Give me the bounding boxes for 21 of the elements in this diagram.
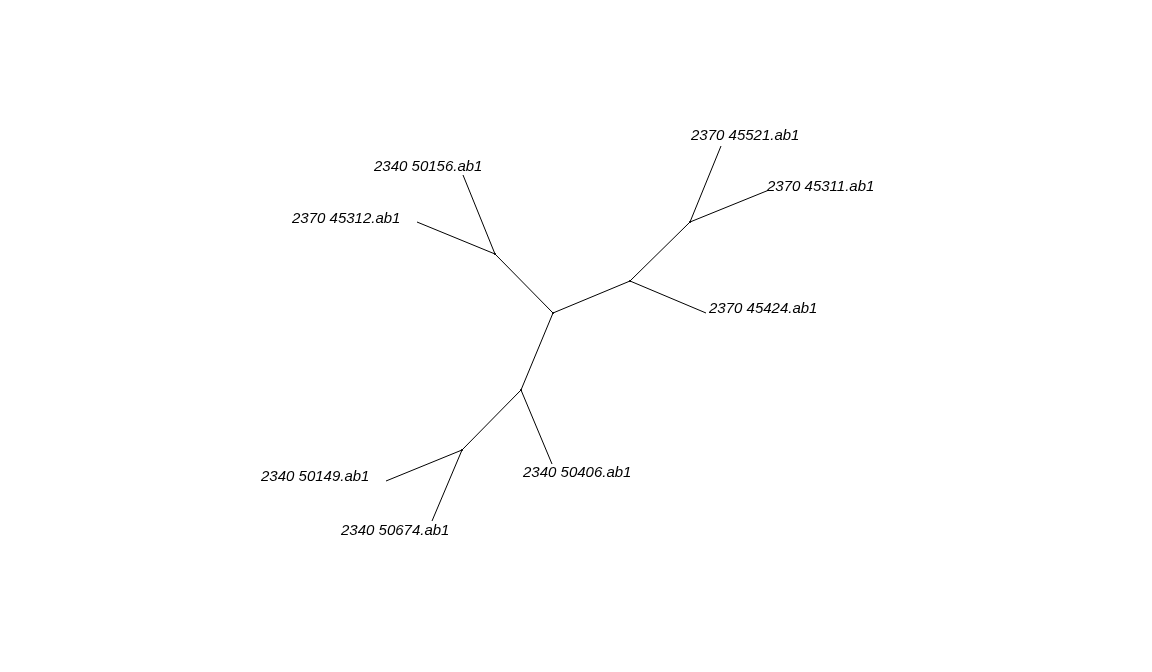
tree-branch bbox=[431, 449, 463, 522]
leaf-label: 2340 50156.ab1 bbox=[374, 157, 483, 174]
leaf-label: 2340 50406.ab1 bbox=[523, 463, 632, 480]
tree-branch bbox=[494, 253, 554, 314]
tree-branch bbox=[629, 280, 707, 314]
tree-branch bbox=[689, 145, 722, 223]
tree-branch bbox=[520, 389, 553, 465]
leaf-label: 2340 50149.ab1 bbox=[261, 467, 370, 484]
leaf-label: 2370 45424.ab1 bbox=[709, 299, 818, 316]
tree-branch bbox=[520, 312, 554, 391]
tree-branch bbox=[385, 449, 463, 482]
leaf-label: 2370 45312.ab1 bbox=[292, 209, 401, 226]
leaf-label: 2370 45521.ab1 bbox=[691, 126, 800, 143]
leaf-label: 2370 45311.ab1 bbox=[767, 177, 875, 194]
tree-branch bbox=[629, 221, 691, 282]
tree-branch bbox=[462, 174, 496, 255]
tree-branch bbox=[461, 389, 522, 451]
tree-branch bbox=[416, 221, 496, 255]
tree-branch bbox=[689, 189, 770, 223]
leaf-label: 2340 50674.ab1 bbox=[341, 521, 450, 538]
tree-branch bbox=[552, 280, 631, 314]
